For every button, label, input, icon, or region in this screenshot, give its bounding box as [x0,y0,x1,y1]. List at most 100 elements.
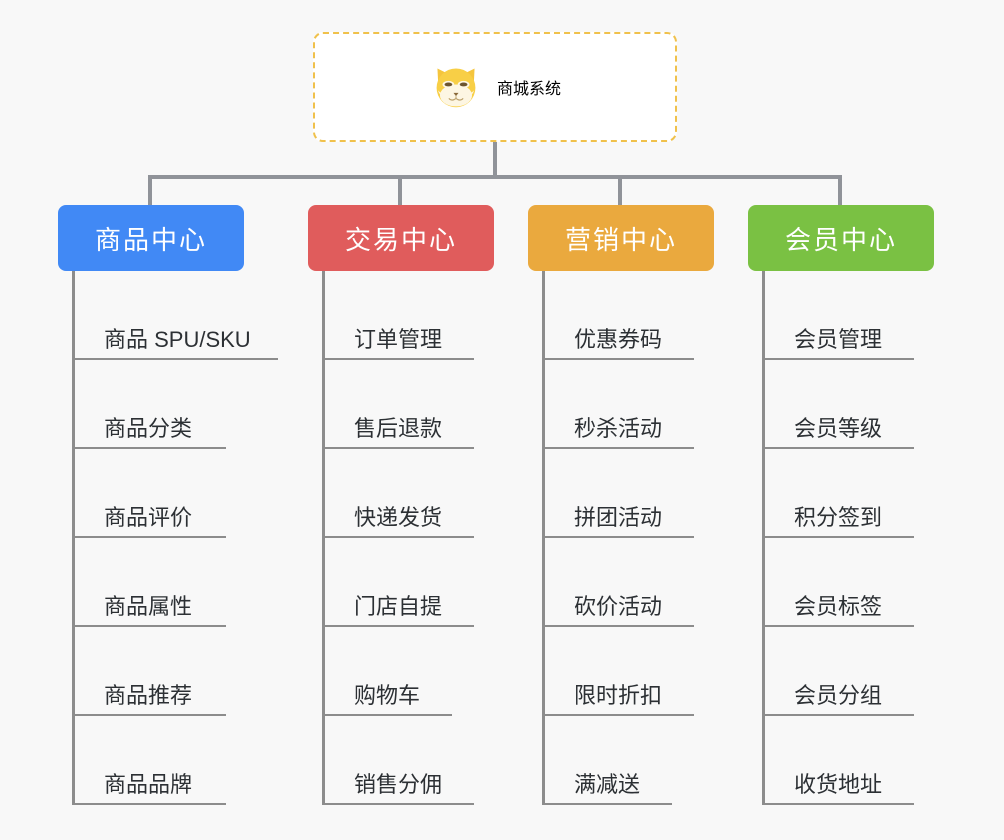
connector-bus-bar [148,175,842,179]
list-item[interactable]: 会员等级 [748,360,934,449]
category-header-member-center[interactable]: 会员中心 [748,205,934,271]
leaf-underline [72,803,226,805]
leaf-list-marketing-center: 优惠券码 秒杀活动 拼团活动 砍价活动 限时折扣 满减送 [528,271,714,805]
leaf-label: 购物车 [354,683,421,708]
leaf-underline [542,803,672,805]
leaf-underline [762,536,914,538]
connector-drop-member-center [838,175,842,207]
list-item[interactable]: 秒杀活动 [528,360,714,449]
leaf-label: 快递发货 [354,505,443,530]
list-item[interactable]: 商品推荐 [58,627,244,716]
column-trade-center: 交易中心 订单管理 售后退款 快递发货 门店自提 购物车 [308,205,494,805]
category-header-product-center[interactable]: 商品中心 [58,205,244,271]
shiba-dog-icon [436,68,476,108]
trunk-line-product-center [72,271,75,805]
leaf-underline [72,625,226,627]
category-header-marketing-center[interactable]: 营销中心 [528,205,714,271]
list-item[interactable]: 商品品牌 [58,716,244,805]
leaf-label: 收货地址 [794,772,883,797]
list-item[interactable]: 商品分类 [58,360,244,449]
list-item[interactable]: 销售分佣 [308,716,494,805]
list-item[interactable]: 商品 SPU/SKU [58,271,278,360]
trunk-line-trade-center [322,271,325,805]
leaf-underline [322,447,474,449]
leaf-list-product-center: 商品 SPU/SKU 商品分类 商品评价 商品属性 商品推荐 商品品牌 [58,271,278,805]
category-header-trade-center[interactable]: 交易中心 [308,205,494,271]
list-item[interactable]: 会员分组 [748,627,934,716]
leaf-label: 商品品牌 [104,772,193,797]
leaf-label: 会员等级 [794,416,883,441]
leaf-label: 会员标签 [794,594,883,619]
leaf-underline [762,714,914,716]
category-title-marketing-center: 营销中心 [564,224,677,255]
list-item[interactable]: 限时折扣 [528,627,714,716]
connector-root-stem [493,142,497,178]
list-item[interactable]: 商品属性 [58,538,244,627]
leaf-underline [762,803,914,805]
leaf-underline [542,714,694,716]
leaf-underline [322,358,474,360]
connector-drop-marketing-center [618,175,622,207]
category-title-product-center: 商品中心 [94,224,207,255]
list-item[interactable]: 满减送 [528,716,714,805]
leaf-label: 销售分佣 [354,772,443,797]
leaf-label: 会员管理 [794,327,883,352]
leaf-label: 商品属性 [104,594,193,619]
list-item[interactable]: 拼团活动 [528,449,714,538]
list-item[interactable]: 商品评价 [58,449,244,538]
leaf-underline [762,358,914,360]
column-member-center: 会员中心 会员管理 会员等级 积分签到 会员标签 会员分组 [748,205,934,805]
leaf-underline [542,447,694,449]
leaf-underline [762,625,914,627]
category-title-trade-center: 交易中心 [344,224,457,255]
list-item[interactable]: 砍价活动 [528,538,714,627]
root-title: 商城系统 [496,81,561,98]
leaf-underline [322,625,474,627]
leaf-underline [72,714,226,716]
leaf-label: 商品分类 [104,416,193,441]
leaf-label: 商品推荐 [104,683,193,708]
leaf-underline [72,447,226,449]
list-item[interactable]: 快递发货 [308,449,494,538]
connector-drop-trade-center [398,175,402,207]
leaf-underline [322,714,452,716]
leaf-label: 秒杀活动 [574,416,663,441]
column-marketing-center: 营销中心 优惠券码 秒杀活动 拼团活动 砍价活动 限时折扣 [528,205,714,805]
list-item[interactable]: 购物车 [308,627,494,716]
leaf-list-member-center: 会员管理 会员等级 积分签到 会员标签 会员分组 收货地址 [748,271,934,805]
list-item[interactable]: 积分签到 [748,449,934,538]
list-item[interactable]: 订单管理 [308,271,494,360]
leaf-underline [322,536,474,538]
root-node[interactable]: 商城系统 [313,32,677,142]
column-product-center: 商品中心 商品 SPU/SKU 商品分类 商品评价 商品属性 商品推荐 [58,205,278,805]
leaf-underline [542,358,694,360]
leaf-underline [542,625,694,627]
connector-drop-product-center [148,175,152,207]
leaf-label: 售后退款 [354,416,443,441]
list-item[interactable]: 会员管理 [748,271,934,360]
leaf-label: 门店自提 [354,594,443,619]
leaf-underline [322,803,474,805]
leaf-label: 商品 SPU/SKU [104,327,251,352]
list-item[interactable]: 会员标签 [748,538,934,627]
leaf-label: 会员分组 [794,683,883,708]
leaf-underline [72,358,278,360]
leaf-underline [762,447,914,449]
leaf-label: 订单管理 [354,327,443,352]
leaf-label: 拼团活动 [574,505,663,530]
leaf-label: 积分签到 [794,505,883,530]
list-item[interactable]: 收货地址 [748,716,934,805]
category-title-member-center: 会员中心 [784,224,897,255]
leaf-label: 优惠券码 [574,327,663,352]
leaf-underline [542,536,694,538]
leaf-list-trade-center: 订单管理 售后退款 快递发货 门店自提 购物车 销售分佣 [308,271,494,805]
list-item[interactable]: 门店自提 [308,538,494,627]
list-item[interactable]: 售后退款 [308,360,494,449]
trunk-line-member-center [762,271,765,805]
leaf-label: 砍价活动 [574,594,663,619]
list-item[interactable]: 优惠券码 [528,271,714,360]
leaf-label: 满减送 [574,772,641,797]
leaf-label: 商品评价 [104,505,193,530]
leaf-label: 限时折扣 [574,683,663,708]
